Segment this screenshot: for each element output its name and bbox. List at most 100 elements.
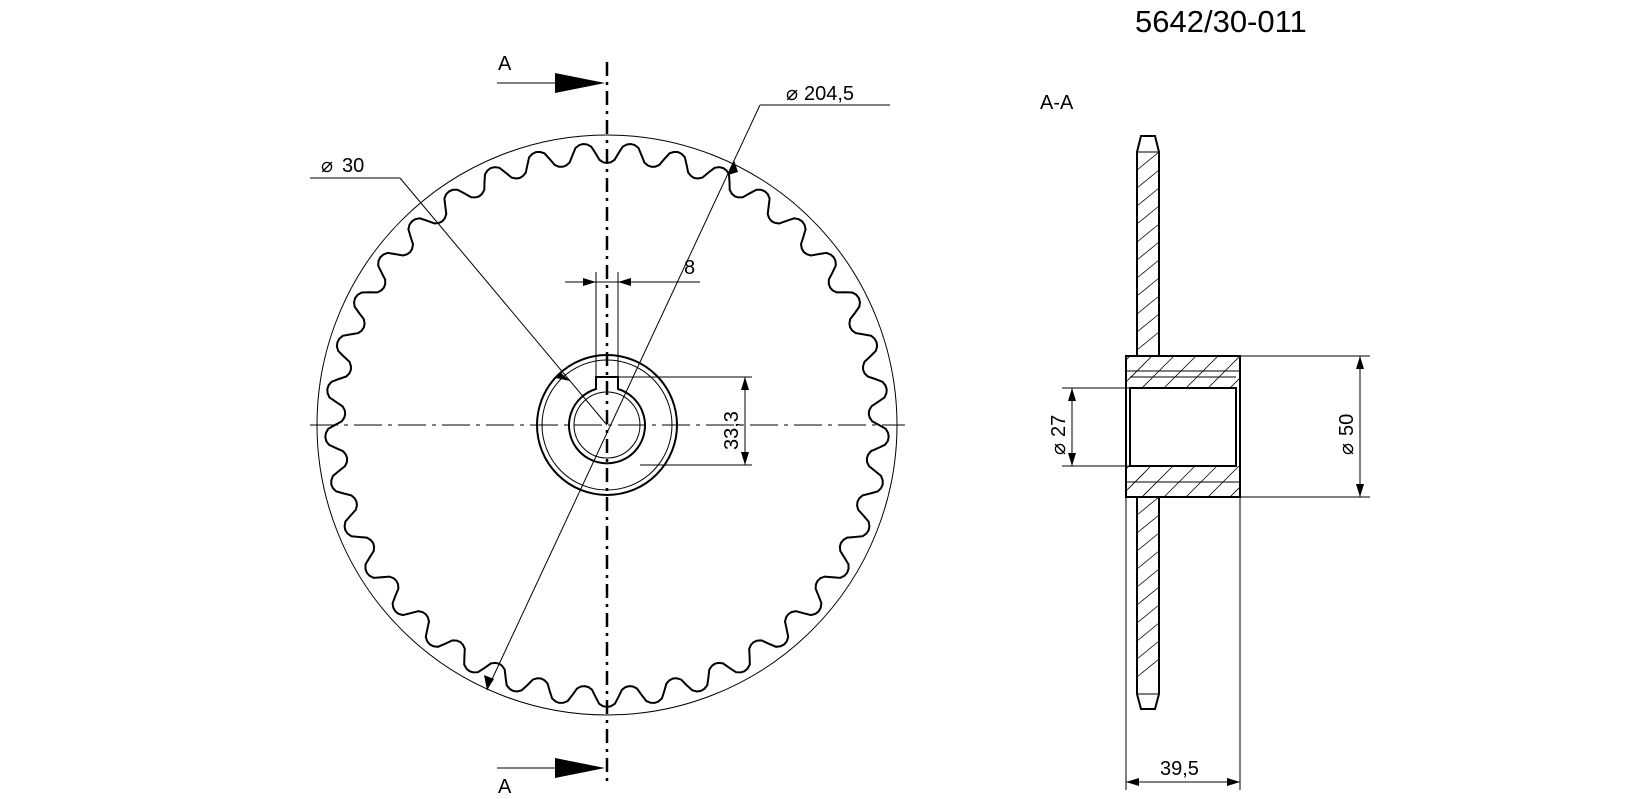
hatch-line bbox=[1384, 466, 1415, 497]
key-depth-arrow-top bbox=[741, 377, 749, 390]
hatch-line bbox=[1252, 466, 1283, 497]
hatch-line bbox=[966, 356, 998, 388]
hatch-line bbox=[1141, 356, 1175, 389]
outer-diameter-label: 204,5 bbox=[804, 83, 854, 105]
section-arrow-bottom bbox=[555, 758, 605, 778]
hatch-line bbox=[1362, 356, 1394, 388]
section-arrow-top bbox=[555, 73, 605, 93]
bore-region bbox=[1129, 387, 1237, 467]
hatch-line bbox=[1136, 568, 1160, 588]
hatch-line bbox=[1010, 356, 1042, 388]
hatch-line bbox=[1136, 295, 1160, 315]
hatch-line bbox=[1406, 356, 1438, 388]
hatch-line bbox=[1136, 640, 1160, 660]
hatch-line bbox=[1032, 356, 1064, 388]
outer-diameter-leader bbox=[486, 104, 761, 691]
bore-keyway bbox=[568, 376, 646, 465]
hatch-line bbox=[1340, 356, 1372, 388]
hub-dim-label: 50 bbox=[1336, 414, 1358, 436]
hatch-line bbox=[1136, 169, 1160, 189]
hatch-line bbox=[1136, 496, 1160, 516]
bore-dim-label: 27 bbox=[1048, 415, 1070, 437]
hatch-line bbox=[1136, 532, 1160, 552]
hatch-line bbox=[1054, 356, 1086, 388]
hatch-line bbox=[1362, 466, 1393, 497]
hub-dim-arrow-bottom bbox=[1356, 484, 1364, 497]
length-dim-arrow-left bbox=[1126, 778, 1139, 786]
hatch-line bbox=[1136, 550, 1160, 570]
hatch-line bbox=[1076, 356, 1108, 388]
hatch-line bbox=[1136, 259, 1160, 279]
hatch-line bbox=[1229, 486, 1240, 497]
hatch-line bbox=[1136, 514, 1160, 534]
hatch-line bbox=[1076, 466, 1107, 497]
hatch-line bbox=[1141, 465, 1174, 497]
key-depth-label: 33,3 bbox=[721, 411, 743, 450]
length-dim-label: 39,5 bbox=[1160, 758, 1199, 780]
hatch-line bbox=[1136, 205, 1160, 225]
hatch-line bbox=[1274, 466, 1305, 497]
hatch-line bbox=[1136, 622, 1160, 642]
hatch-line bbox=[1136, 331, 1160, 351]
hatch-line bbox=[1296, 356, 1328, 388]
hub-diameter-leader bbox=[399, 177, 608, 426]
hatch-line bbox=[1163, 465, 1196, 497]
hatch-line bbox=[1032, 466, 1063, 497]
hatch-line bbox=[1054, 466, 1085, 497]
hub-section-outline bbox=[1125, 355, 1241, 498]
hatch-line bbox=[1207, 356, 1240, 389]
hatch-line bbox=[1296, 466, 1327, 497]
hatch-line bbox=[1384, 356, 1416, 388]
hub-diameter-arrow bbox=[556, 372, 570, 381]
hatch-line bbox=[1406, 466, 1437, 497]
outer-diameter-arrow-2 bbox=[728, 160, 738, 175]
hub-dim-arrow-top bbox=[1356, 356, 1364, 369]
hatch-line bbox=[1185, 356, 1219, 389]
section-view-title: A-A bbox=[1040, 92, 1074, 114]
hub-hatching bbox=[966, 356, 1438, 497]
hub-dim-symbol: ⌀ bbox=[1336, 443, 1358, 455]
hatch-line bbox=[988, 466, 1019, 497]
outer-diameter-symbol: ⌀ bbox=[786, 83, 798, 105]
key-width-arrow-left bbox=[583, 278, 596, 286]
hatch-line bbox=[1136, 241, 1160, 261]
hatch-line bbox=[1318, 466, 1349, 497]
hatch-line bbox=[1229, 377, 1240, 389]
drawing-number: 5642/30-011 bbox=[1135, 4, 1307, 39]
bore-dim-symbol: ⌀ bbox=[1048, 443, 1070, 455]
hatch-line bbox=[988, 356, 1020, 388]
key-width-label: 8 bbox=[684, 257, 695, 279]
hatch-line bbox=[966, 466, 997, 497]
hatch-line bbox=[1136, 151, 1160, 171]
length-dim-arrow-right bbox=[1227, 778, 1240, 786]
key-width-arrow-right bbox=[618, 278, 631, 286]
hatch-line bbox=[1010, 466, 1041, 497]
bore-dim-arrow-bottom bbox=[1068, 453, 1076, 466]
key-depth-arrow-bottom bbox=[741, 452, 749, 465]
hub-diameter-symbol: ⌀ bbox=[321, 155, 333, 177]
hatch-line bbox=[1274, 356, 1306, 388]
front-view: A A ⌀ 204,5 ⌀ 30 8 33,3 bbox=[310, 53, 905, 798]
hatch-line bbox=[1185, 465, 1218, 497]
hatch-line bbox=[1136, 313, 1160, 333]
hatch-line bbox=[1207, 465, 1240, 497]
hatch-line bbox=[1136, 586, 1160, 606]
hatch-line bbox=[1136, 223, 1160, 243]
hatch-line bbox=[1126, 356, 1153, 383]
hatch-line bbox=[1126, 465, 1152, 492]
hatch-line bbox=[1340, 466, 1371, 497]
section-marker-top: A bbox=[498, 53, 512, 75]
hatch-line bbox=[1126, 465, 1130, 470]
section-view: A-A ⌀ 27 ⌀ 50 bbox=[966, 92, 1438, 790]
bore-dim-arrow-top bbox=[1068, 388, 1076, 401]
plate-lower bbox=[1136, 496, 1160, 710]
hatch-line bbox=[1318, 356, 1350, 388]
plate-hatching bbox=[1136, 151, 1160, 678]
section-marker-bottom: A bbox=[498, 776, 512, 798]
outer-diameter-arrow bbox=[484, 675, 494, 690]
hatch-line bbox=[1252, 356, 1284, 388]
hatch-line bbox=[1136, 658, 1160, 678]
hatch-line bbox=[1136, 604, 1160, 624]
hub-diameter-label: 30 bbox=[342, 155, 364, 177]
